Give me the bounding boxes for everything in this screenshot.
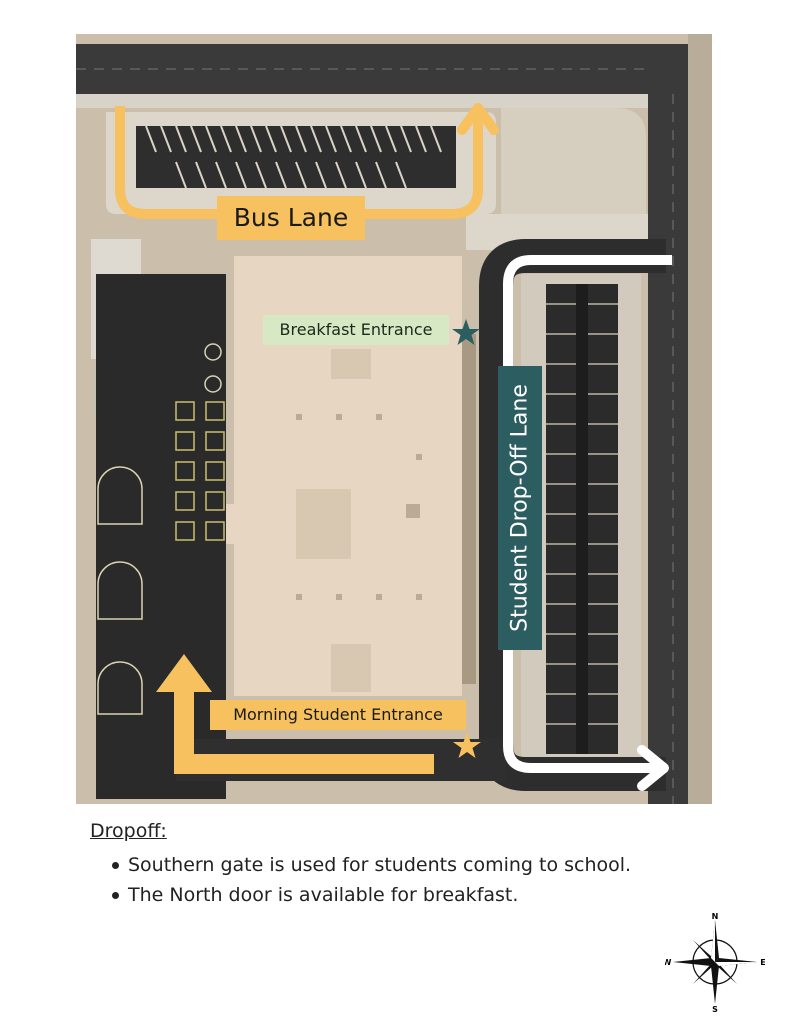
bus-lane-arrowhead xyxy=(457,103,499,135)
east-parking-stripes xyxy=(546,303,618,725)
dropoff-arrowhead xyxy=(637,745,669,791)
legend-item: Southern gate is used for students comin… xyxy=(111,850,631,880)
compass-w: W xyxy=(665,958,672,967)
compass-s: S xyxy=(712,1005,718,1012)
breakfast-entrance-star xyxy=(452,319,480,345)
compass-e: E xyxy=(760,958,765,967)
blacktop-playground xyxy=(96,274,226,799)
morning-route xyxy=(174,674,434,774)
dropoff-lane-pavement xyxy=(479,239,666,791)
roof-vents xyxy=(296,414,422,600)
hopscotch-circles xyxy=(97,343,222,715)
legend-title: Dropoff: xyxy=(90,820,167,842)
bus-parking-lot xyxy=(136,126,456,188)
morning-entrance-star xyxy=(453,732,481,758)
bus-parking-stripes xyxy=(145,125,442,189)
dropoff-lane-label-box: Student Drop-Off Lane xyxy=(498,366,542,650)
breakfast-entrance-label: Breakfast Entrance xyxy=(263,315,449,345)
aerial-map: Bus Lane Breakfast Entrance Morning Stud… xyxy=(76,34,712,804)
dropoff-legend: Dropoff: Southern gate is used for stude… xyxy=(90,820,631,910)
aerial-map-graphics xyxy=(76,34,712,804)
four-square-courts xyxy=(175,401,225,541)
morning-entrance-label: Morning Student Entrance xyxy=(210,700,466,730)
morning-route-arrowhead xyxy=(156,654,212,692)
northeast-lot xyxy=(501,108,646,244)
compass-rose-icon: N S W E xyxy=(663,912,766,1014)
bus-lane-label: Bus Lane xyxy=(217,196,365,240)
dropoff-lane-label: Student Drop-Off Lane xyxy=(507,384,533,632)
compass-n: N xyxy=(712,912,719,921)
legend-list: Southern gate is used for students comin… xyxy=(90,850,631,910)
legend-item: The North door is available for breakfas… xyxy=(111,880,631,910)
